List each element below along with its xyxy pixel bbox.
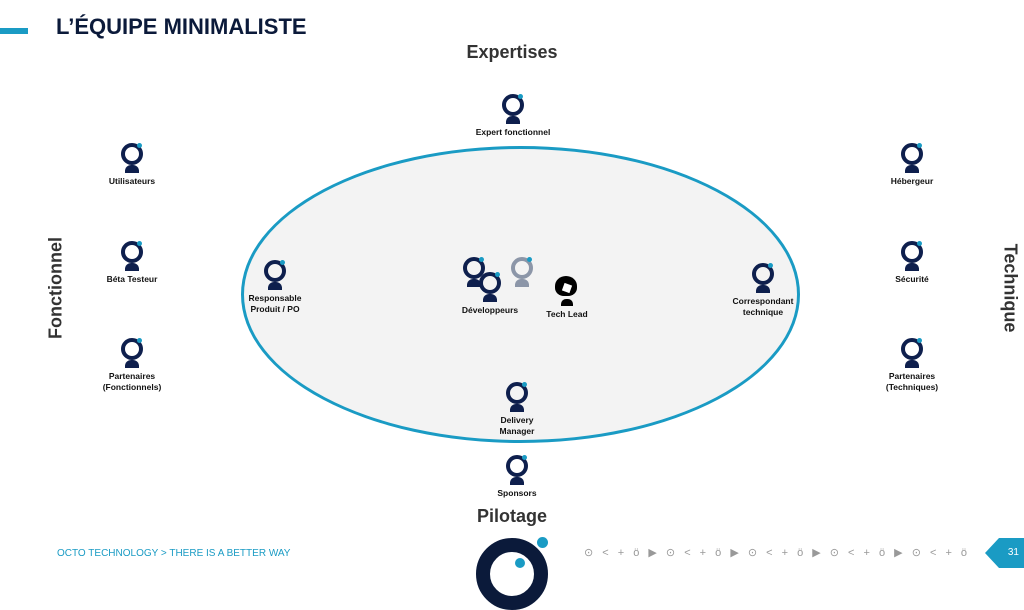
role-label: Delivery Manager <box>499 415 535 436</box>
role-label: Correspondant technique <box>732 296 794 317</box>
role-delivery: Delivery Manager <box>487 382 547 437</box>
person-icon <box>263 260 287 290</box>
person-icon <box>505 455 529 485</box>
logo-dot <box>515 558 525 568</box>
role-label: Sponsors <box>497 488 537 498</box>
role-expert: Expert fonctionnel <box>448 94 578 138</box>
role-beta: Béta Testeur <box>67 241 197 285</box>
person-icon <box>900 143 924 173</box>
role-label: Tech Lead <box>546 309 588 319</box>
octo-logo <box>476 538 548 610</box>
page-number-badge: 31 <box>985 538 1024 568</box>
role-utilisateurs: Utilisateurs <box>67 143 197 187</box>
role-label: Partenaires (Techniques) <box>885 371 939 392</box>
decorative-pattern: ⊙ < + ö ▶ ⊙ < + ö ▶ ⊙ < + ö ▶ ⊙ < + ö ▶ … <box>584 547 971 559</box>
role-sponsors: Sponsors <box>452 455 582 499</box>
role-label: Partenaires (Fonctionnels) <box>102 371 162 392</box>
role-securite: Sécurité <box>847 241 977 285</box>
person-icon <box>478 272 502 302</box>
person-icon <box>900 338 924 368</box>
role-po: Responsable Produit / PO <box>240 260 310 315</box>
axis-bottom-label: Pilotage <box>476 506 547 526</box>
role-correspondant: Correspondant technique <box>723 263 803 318</box>
axis-left-label: Fonctionnel <box>45 237 66 339</box>
role-label: Hébergeur <box>890 176 934 186</box>
axis-right-label: Technique <box>1000 243 1021 333</box>
role-label: Expert fonctionnel <box>475 127 551 137</box>
role-partenaires-techniques: Partenaires (Techniques) <box>877 338 947 393</box>
person-icon <box>510 257 534 287</box>
person-icon <box>505 382 529 412</box>
person-icon <box>120 241 144 271</box>
person-icon <box>501 94 525 124</box>
role-developpeurs: Développeurs <box>425 272 555 316</box>
person-icon <box>120 143 144 173</box>
role-label: Développeurs <box>461 305 519 315</box>
role-partenaires-fonctionnels: Partenaires (Fonctionnels) <box>97 338 167 393</box>
logo-dot <box>537 537 548 548</box>
page-number: 31 <box>1007 547 1019 558</box>
role-tech-lead: Tech Lead <box>502 276 632 320</box>
role-label: Responsable Produit / PO <box>248 293 302 314</box>
person-icon <box>462 257 486 287</box>
axis-top-label: Expertises <box>466 42 558 62</box>
role-hebergeur: Hébergeur <box>847 143 977 187</box>
person-icon <box>120 338 144 368</box>
accent-bar <box>0 28 28 34</box>
role-label: Utilisateurs <box>108 176 156 186</box>
person-icon <box>900 241 924 271</box>
person-icon <box>751 263 775 293</box>
slide-title: L’ÉQUIPE MINIMALISTE <box>56 14 307 39</box>
helmet-person-icon <box>555 276 579 306</box>
role-label: Sécurité <box>895 274 929 284</box>
role-label: Béta Testeur <box>106 274 158 284</box>
footer-tagline: OCTO TECHNOLOGY > THERE IS A BETTER WAY <box>57 548 291 559</box>
